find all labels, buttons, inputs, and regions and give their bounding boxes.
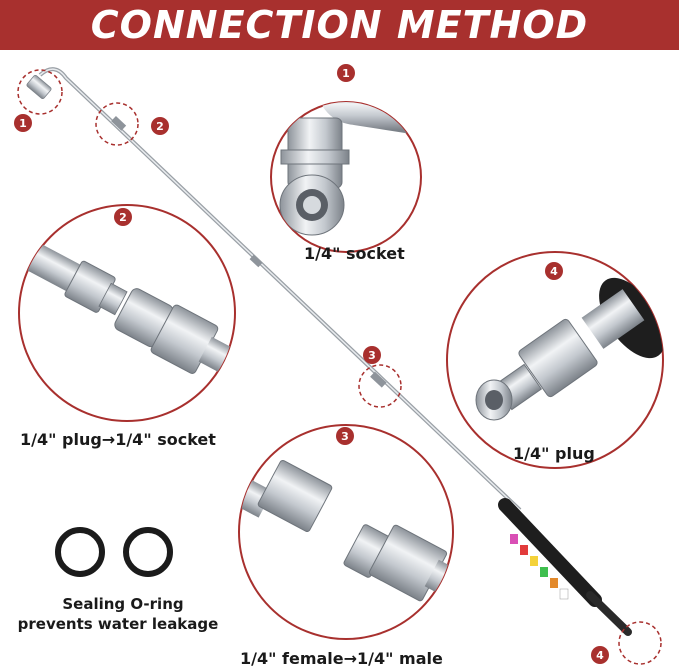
label-plug-to-socket: 1/4" plug→1/4" socket <box>20 430 216 449</box>
marker-3 <box>358 364 402 408</box>
label-plug: 1/4" plug <box>513 444 595 463</box>
detail-plug-socket <box>18 204 236 422</box>
badge-3-detail: 3 <box>336 427 354 445</box>
label-oring-desc: prevents water leakage <box>17 615 219 633</box>
nozzle-holder <box>498 498 632 636</box>
o-rings <box>55 527 173 577</box>
badge-1-top: 1 <box>337 64 355 82</box>
label-female-to-male: 1/4" female→1/4" male <box>240 649 443 668</box>
badge-2-detail: 2 <box>114 208 132 226</box>
detail-female-male <box>238 424 454 640</box>
label-socket: 1/4" socket <box>304 244 405 263</box>
spray-lance <box>26 67 522 512</box>
badge-4-detail: 4 <box>545 262 563 280</box>
marker-1 <box>17 69 63 115</box>
marker-4 <box>618 621 662 665</box>
header-banner: CONNECTION METHOD <box>0 0 679 50</box>
badge-1-lance: 1 <box>14 114 32 132</box>
page-title: CONNECTION METHOD <box>90 3 589 47</box>
badge-3-lance: 3 <box>363 346 381 364</box>
label-oring-title: Sealing O-ring <box>62 595 184 613</box>
marker-2 <box>95 102 139 146</box>
detail-plug <box>446 251 664 469</box>
badge-2-lance: 2 <box>151 117 169 135</box>
detail-socket <box>270 101 422 253</box>
badge-4-lance: 4 <box>591 646 609 664</box>
